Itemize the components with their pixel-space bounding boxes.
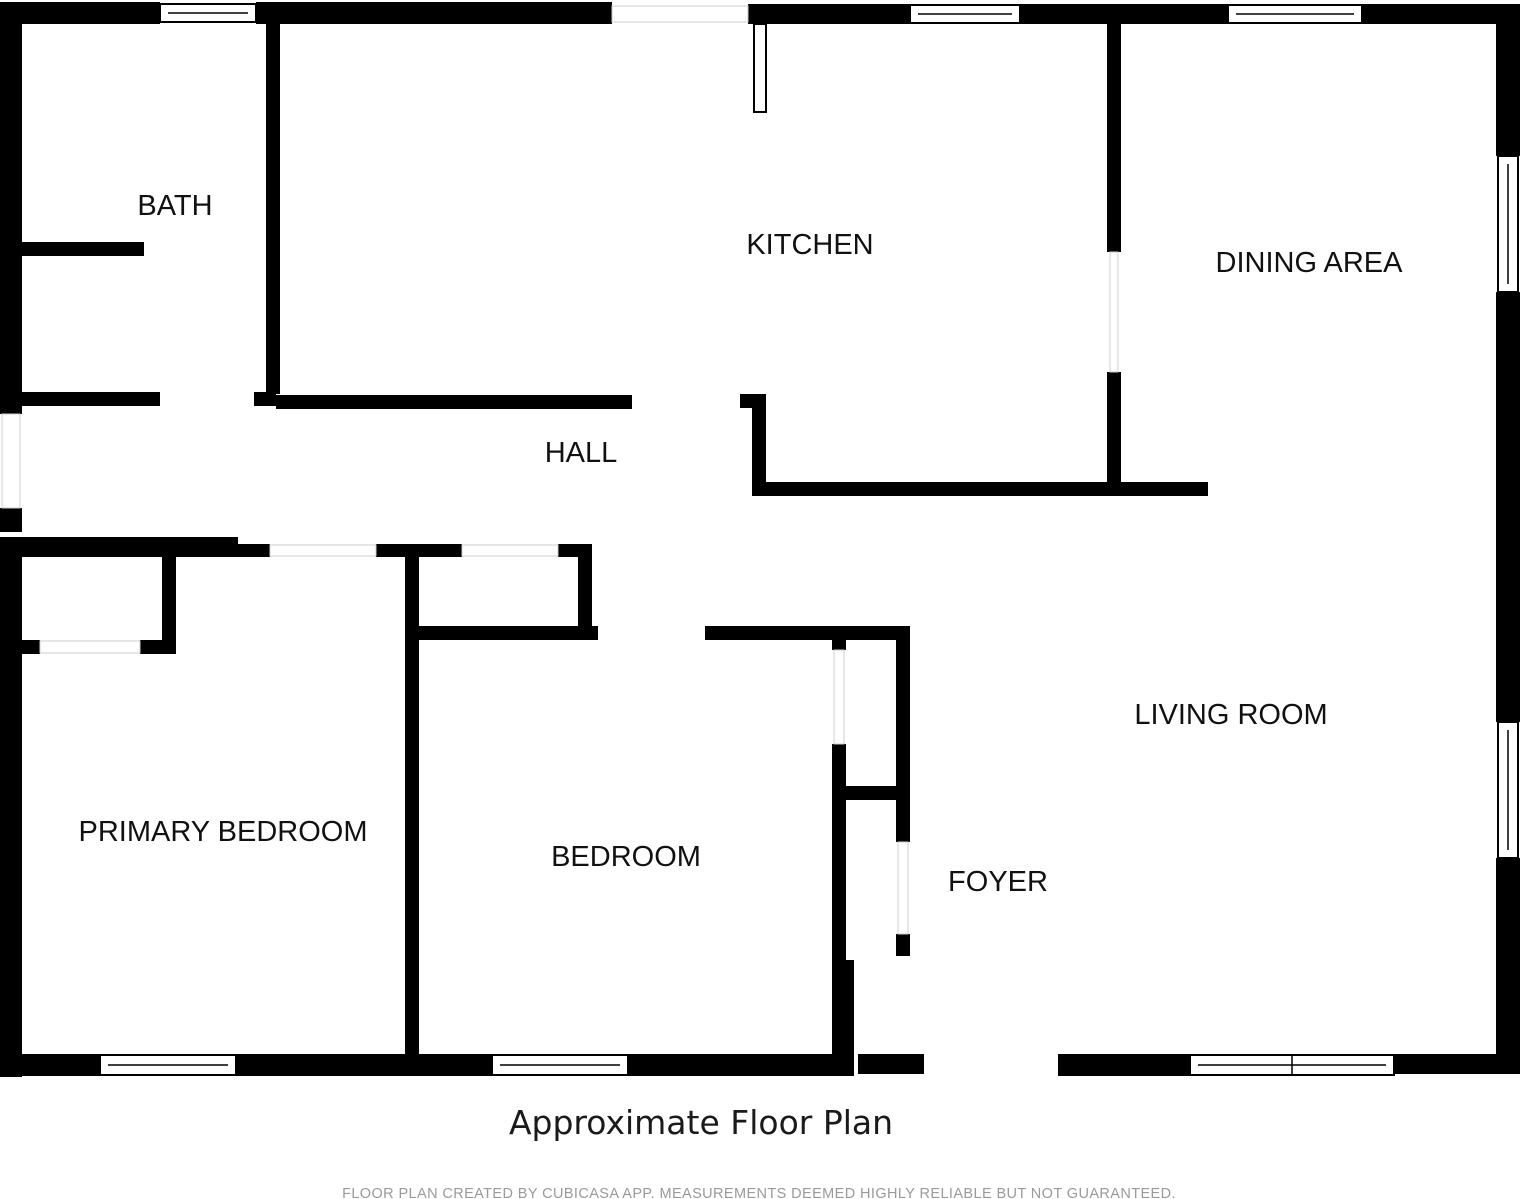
wall	[20, 640, 40, 654]
wall	[0, 1054, 100, 1076]
wall	[0, 2, 22, 414]
wall	[752, 482, 1208, 496]
wall	[266, 8, 280, 394]
room-label-bedroom: BEDROOM	[551, 841, 701, 873]
door-opening	[833, 649, 845, 745]
wall	[748, 4, 910, 24]
window-mullions	[108, 12, 1509, 1075]
room-labels: BATH KITCHEN DINING AREA HALL LIVING ROO…	[79, 190, 1404, 898]
wall	[896, 626, 910, 842]
wall	[20, 392, 160, 406]
door-opening	[39, 640, 141, 654]
room-label-primary-bedroom: PRIMARY BEDROOM	[79, 816, 368, 848]
room-label-kitchen: KITCHEN	[746, 229, 873, 261]
wall	[0, 508, 22, 532]
wall	[896, 934, 910, 956]
wall	[628, 1054, 854, 1076]
windows	[99, 3, 1519, 1076]
wall	[705, 626, 910, 640]
wall	[752, 394, 766, 496]
plan-caption: Approximate Floor Plan	[509, 1103, 893, 1142]
wall	[236, 1054, 492, 1076]
room-label-living-room: LIVING ROOM	[1134, 699, 1327, 731]
openings	[1, 5, 1119, 935]
wall	[1394, 1054, 1520, 1074]
wall	[846, 960, 854, 1056]
door-opening	[269, 544, 377, 557]
wall	[1058, 1054, 1190, 1076]
wall	[276, 395, 632, 409]
door-opening	[611, 5, 749, 23]
window	[753, 23, 767, 113]
wall	[254, 392, 276, 406]
door-opening	[461, 544, 559, 557]
wall	[419, 626, 598, 640]
wall	[0, 2, 160, 24]
wall	[1107, 22, 1121, 252]
wall	[0, 537, 22, 1077]
wall	[405, 544, 419, 1056]
footer-disclaimer: FLOOR PLAN CREATED BY CUBICASA APP. MEAS…	[342, 1186, 1176, 1199]
wall	[238, 544, 270, 557]
room-label-hall: HALL	[545, 437, 618, 469]
wall	[140, 640, 176, 654]
door-opening	[1109, 251, 1119, 373]
door-opening	[1, 413, 21, 509]
wall	[846, 786, 898, 800]
wall	[256, 2, 612, 24]
wall	[1362, 4, 1520, 24]
door-opening	[897, 841, 909, 935]
wall	[858, 1054, 924, 1074]
wall	[1496, 292, 1520, 722]
exterior-walls	[0, 2, 1520, 1077]
wall	[1496, 858, 1520, 1068]
wall	[1020, 4, 1228, 24]
wall	[1496, 4, 1520, 156]
wall	[1107, 372, 1121, 488]
wall	[578, 544, 592, 640]
wall	[832, 638, 846, 650]
room-label-dining-area: DINING AREA	[1216, 247, 1404, 279]
wall	[832, 744, 846, 1056]
interior-walls	[0, 8, 1208, 1056]
wall	[20, 242, 144, 256]
room-label-bath: BATH	[137, 190, 212, 222]
wall	[0, 537, 238, 557]
room-label-foyer: FOYER	[948, 866, 1048, 898]
wall	[162, 544, 176, 654]
